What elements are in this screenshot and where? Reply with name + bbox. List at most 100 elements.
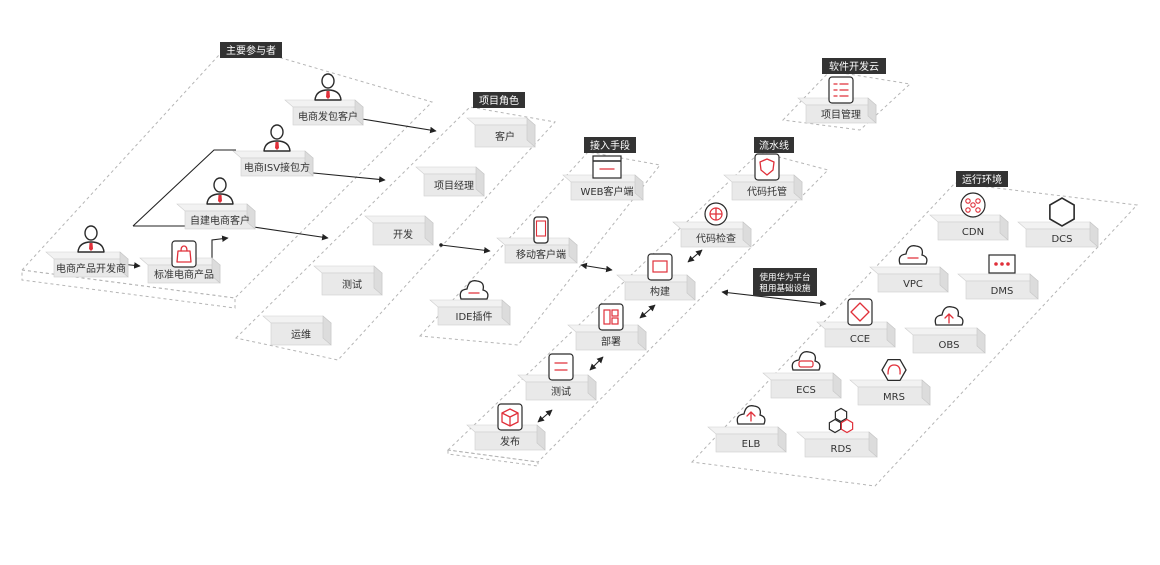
tile-label: 项目经理 <box>434 179 474 192</box>
tile-project-mgmt: 项目管理 <box>797 76 877 124</box>
tile-label: CCE <box>850 334 870 345</box>
tile-label: RDS <box>831 444 852 455</box>
tile-ecom-contract-customer: 电商发包客户 <box>284 73 364 126</box>
connector-self-built-to-roles <box>246 225 329 241</box>
devcloud-panel <box>781 70 912 131</box>
tile-rds: RDS <box>796 407 878 458</box>
tile-standard-product: 标准电商产品 <box>139 240 221 284</box>
cloud-icon <box>898 245 928 265</box>
tile-ide-plugin: IDE插件 <box>429 280 511 326</box>
tag-roles: 项目角色 <box>473 92 525 108</box>
mobile-phone-icon <box>533 216 549 244</box>
tile-label: 电商产品开发商 <box>56 262 126 275</box>
tile-label: VPC <box>903 279 923 290</box>
tile-label: 发布 <box>500 435 520 448</box>
tile-label: DMS <box>991 286 1014 297</box>
pipeline-panel <box>446 151 829 467</box>
shield-icon <box>754 153 780 181</box>
tile-label: 代码托管 <box>747 185 787 198</box>
participants-panel <box>20 42 433 309</box>
connector-contract-customer-to-roles <box>355 117 437 134</box>
test-list-icon <box>548 353 574 381</box>
tile-label: 项目管理 <box>821 108 861 121</box>
browser-window-icon <box>592 155 622 179</box>
tile-label: 电商ISV接包方 <box>244 161 310 174</box>
tile-label: 构建 <box>650 285 670 298</box>
tile-obs: OBS <box>904 306 986 354</box>
tile-elb: ELB <box>707 405 787 453</box>
tag-pipeline: 流水线 <box>754 137 794 153</box>
connector-deploy-to-build <box>639 304 656 319</box>
connector-release-to-test <box>537 409 553 423</box>
tile-label: OBS <box>939 340 960 351</box>
tag-participants: 主要参与者 <box>220 42 282 58</box>
load-balancer-cloud-icon <box>736 405 766 425</box>
tile-ecom-isv: 电商ISV接包方 <box>232 124 314 177</box>
package-box-icon <box>497 403 523 431</box>
person-icon <box>263 124 291 152</box>
tile-label: IDE插件 <box>456 310 493 323</box>
tag-participants-label: 主要参与者 <box>226 44 276 57</box>
deploy-grid-icon <box>598 303 624 331</box>
hexagon-cluster-icon <box>828 407 854 434</box>
tile-dcs: DCS <box>1017 197 1099 248</box>
message-dots-icon <box>988 254 1016 274</box>
tile-label: ECS <box>796 385 816 396</box>
tile-label: 自建电商客户 <box>190 214 250 227</box>
person-icon <box>77 225 105 253</box>
tile-label: 客户 <box>495 130 515 143</box>
tile-label: DCS <box>1051 234 1072 245</box>
runtime-panel <box>690 182 1139 487</box>
tile-test: 测试 <box>313 265 383 296</box>
tile-mrs: MRS <box>849 358 931 406</box>
elephant-hexagon-icon <box>881 358 907 382</box>
connectors <box>120 117 827 423</box>
checklist-icon <box>828 76 854 104</box>
connector-product-to-self-built <box>211 235 229 258</box>
scan-target-icon <box>704 202 728 226</box>
runtime-note-line: 租用基础设施 <box>759 283 811 294</box>
roles-panel <box>234 106 556 361</box>
tile-customer: 客户 <box>466 117 536 148</box>
tile-deploy: 部署 <box>567 303 647 351</box>
tile-self-built-customer: 自建电商客户 <box>176 177 256 230</box>
build-window-icon <box>647 253 673 281</box>
tile-label: 标准电商产品 <box>154 268 214 281</box>
tile-web-client: WEB客户端 <box>562 155 644 201</box>
connector-isv-to-roles <box>302 171 386 183</box>
tile-dms: DMS <box>957 254 1039 300</box>
tile-build: 构建 <box>616 253 696 301</box>
connector-build-to-check <box>687 249 703 263</box>
tile-label: WEB客户端 <box>580 185 633 198</box>
connector-test-to-deploy <box>589 356 604 371</box>
tile-pm: 项目经理 <box>415 166 485 197</box>
tile-label: MRS <box>883 392 905 403</box>
tile-ops: 运维 <box>262 315 332 346</box>
person-icon <box>314 73 342 101</box>
access-panel <box>418 151 661 346</box>
tile-mobile-client: 移动客户端 <box>496 216 578 264</box>
server-cloud-icon <box>791 351 821 371</box>
tag-runtime: 运行环境 <box>956 171 1008 187</box>
hexagon-icon <box>1049 197 1075 227</box>
runtime-note-line: 使用华为平台 <box>759 272 810 283</box>
tile-release: 发布 <box>466 403 546 451</box>
tag-devcloud-label: 软件开发云 <box>829 60 879 73</box>
cloud-icon <box>459 280 489 300</box>
tag-roles-label: 项目角色 <box>479 94 519 107</box>
tile-label: 测试 <box>342 278 362 291</box>
tile-product-developer: 电商产品开发商 <box>45 225 129 278</box>
tile-vpc: VPC <box>869 245 949 293</box>
connector-pipeline-to-runtime <box>721 289 827 307</box>
tile-ecs: ECS <box>762 351 842 399</box>
tile-code-hosting: 代码托管 <box>723 153 803 201</box>
network-nodes-icon <box>960 192 986 218</box>
tag-pipeline-label: 流水线 <box>759 139 789 152</box>
tile-cce: CCE <box>816 298 896 348</box>
tag-access: 接入手段 <box>584 137 636 153</box>
connector-developer-branch <box>132 149 236 227</box>
